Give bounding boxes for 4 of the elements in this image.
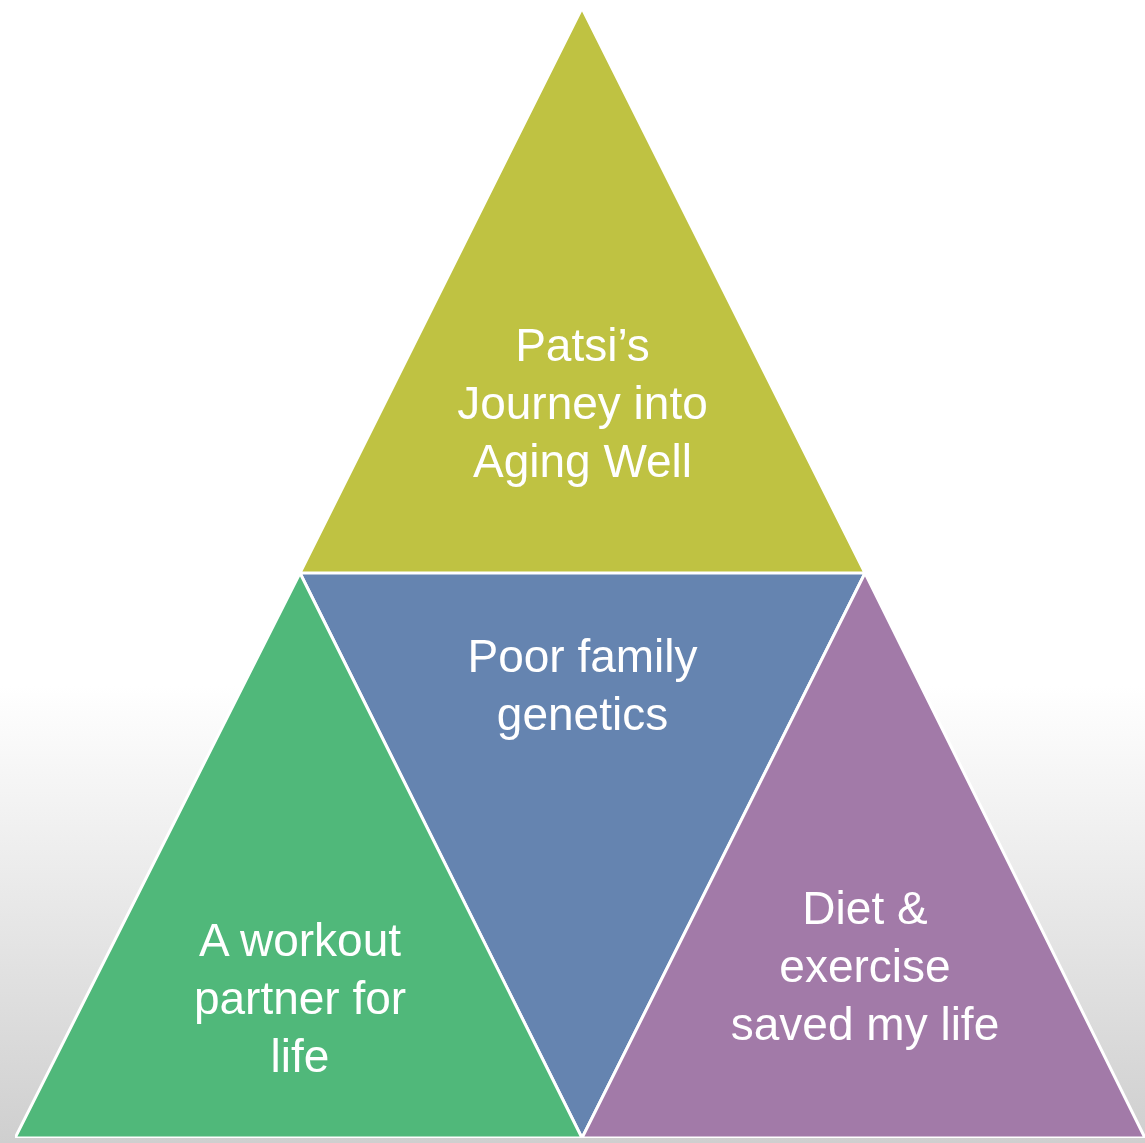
triangle-label: Diet & exercise saved my life [730, 881, 1000, 1052]
triangle-label: Patsi’s Journey into Aging Well [456, 318, 709, 489]
triangle-label: A workout partner for life [192, 913, 408, 1084]
triangle-label: Poor family genetics [466, 629, 699, 742]
